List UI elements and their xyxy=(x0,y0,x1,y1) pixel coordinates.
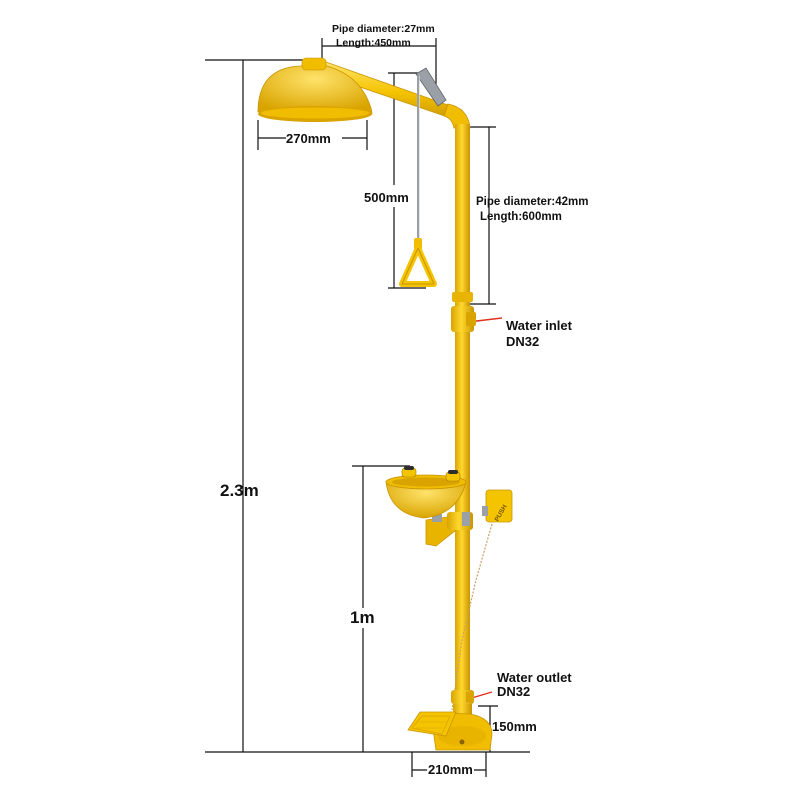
base-width-label: 210mm xyxy=(427,762,474,777)
bowl-height-label: 1m xyxy=(350,608,375,628)
main-pipe-diameter-label: Pipe diameter:42mm xyxy=(476,196,589,208)
water-outlet-size-label: DN32 xyxy=(497,684,531,699)
shower-head xyxy=(257,63,373,115)
total-height-label: 2.3m xyxy=(220,481,259,500)
pull-rod-length-label: 500mm xyxy=(364,190,409,205)
water-inlet-size-label: DN32 xyxy=(506,334,540,349)
eyewash-bowl xyxy=(385,481,467,519)
water-outlet-label: Water outlet xyxy=(497,670,572,685)
valve-bracket xyxy=(415,67,447,107)
base-height-label: 150mm xyxy=(492,719,537,734)
main-pipe-length-label: Length:600mm xyxy=(480,211,562,223)
top-pipe-length-label: Length:450mm xyxy=(336,37,411,49)
pipe-elbow xyxy=(443,103,471,129)
shower-assembly: PUSH xyxy=(257,57,513,751)
main-vertical-pipe xyxy=(455,124,470,724)
triangle-handle xyxy=(399,245,437,287)
water-inlet-label: Water inlet xyxy=(506,318,572,333)
shower-head-width-label: 270mm xyxy=(286,131,331,146)
pedal-chain xyxy=(451,523,493,711)
dimension-lines xyxy=(205,38,530,777)
top-pipe-diameter-label: Pipe diameter:27mm xyxy=(332,23,435,35)
